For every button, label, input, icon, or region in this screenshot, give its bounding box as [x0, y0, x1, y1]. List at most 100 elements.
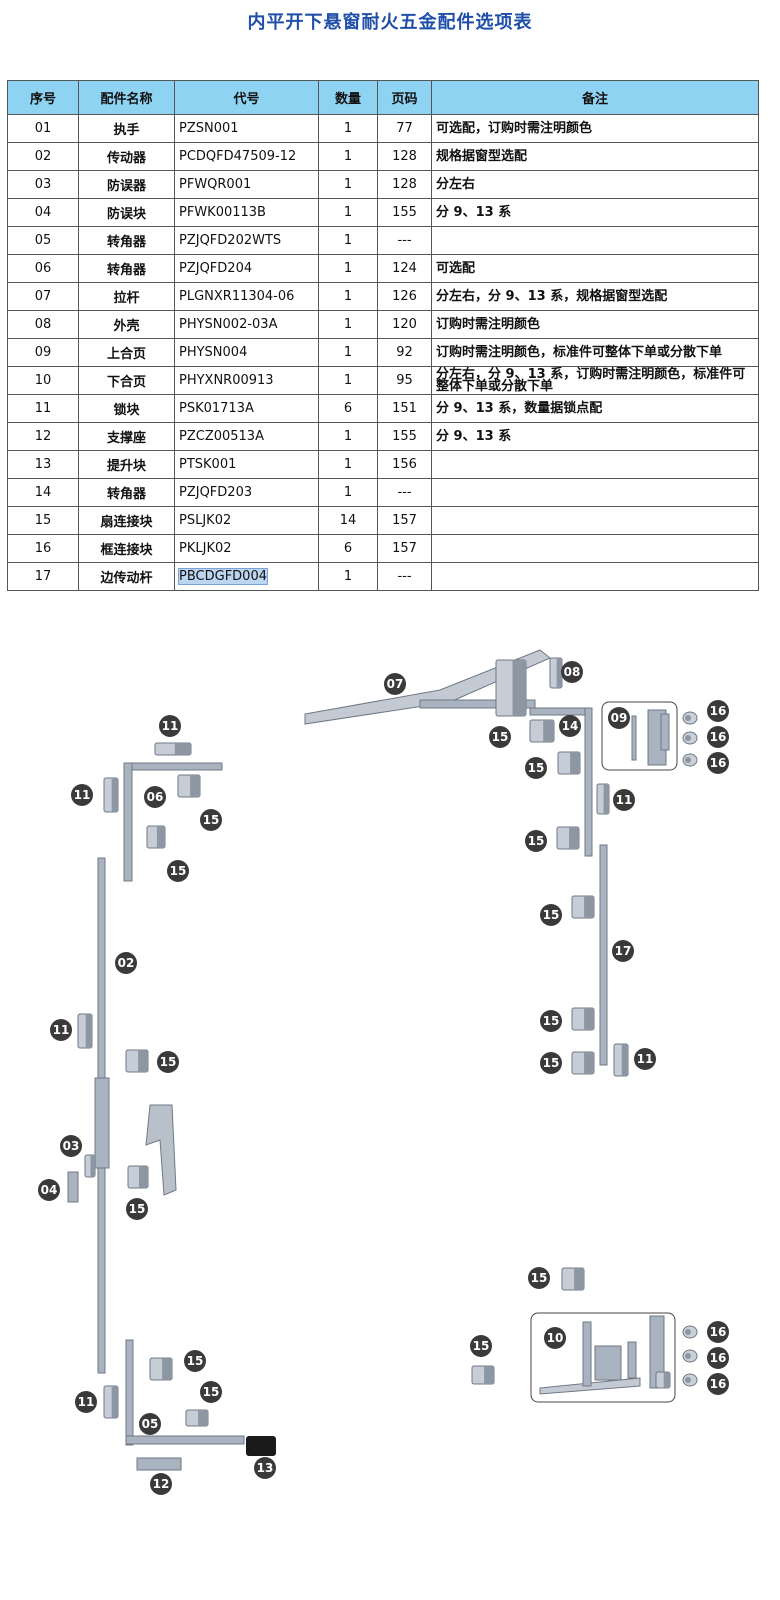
cell-page-text: 128 [392, 149, 417, 164]
corner-drive-vertical [123, 762, 133, 882]
cell-name-text: 防误块 [106, 207, 146, 222]
cell-qty: 6 [318, 394, 378, 423]
callout-label: 12 [153, 1477, 170, 1491]
header-no: 序号 [7, 80, 79, 115]
cell-qty-text: 1 [343, 261, 353, 276]
cell-code-text: PBCDGFD004 [178, 568, 268, 585]
cell-note [431, 506, 759, 535]
cell-code-text: PFWQR001 [179, 177, 252, 192]
callout-badge: 15 [200, 809, 222, 831]
cell-page: 157 [377, 534, 432, 563]
lock-block-left-mid-shade [85, 1014, 92, 1048]
callout-label: 16 [710, 1325, 727, 1339]
cell-code: PFWQR001 [174, 170, 319, 199]
cell-no: 04 [7, 198, 79, 227]
cell-no: 06 [7, 254, 79, 283]
callout-label: 16 [710, 1351, 727, 1365]
cell-no: 01 [7, 114, 79, 143]
cell-page: 126 [377, 282, 432, 311]
callout-label: 15 [528, 834, 545, 848]
cell-page-text: 95 [396, 373, 413, 388]
cell-code: PKLJK02 [174, 534, 319, 563]
callout-circle [167, 860, 189, 882]
callout-badge: 02 [115, 952, 137, 974]
callout-label: 11 [616, 793, 633, 807]
cell-qty-text: 6 [343, 401, 353, 416]
callout-circle [144, 786, 166, 808]
callout-badge: 16 [707, 1321, 729, 1343]
cell-no: 05 [7, 226, 79, 255]
callout-badge: 15 [540, 904, 562, 926]
cell-name-text: 锁块 [113, 403, 140, 418]
cell-note: 分 9、13 系，数量据锁点配 [431, 394, 759, 423]
cell-no: 03 [7, 170, 79, 199]
cell-no-text: 04 [34, 205, 52, 220]
cell-qty: 1 [318, 142, 378, 171]
callout-circle [707, 1373, 729, 1395]
anti-misoperation-block [67, 1171, 79, 1203]
callout-label: 15 [543, 908, 560, 922]
cell-note-text: 规格据窗型选配 [436, 148, 528, 164]
outer-shell-shade [556, 658, 562, 688]
cell-no-text: 17 [34, 569, 52, 584]
callout-label: 15 [528, 761, 545, 775]
callout-badge: 17 [612, 940, 634, 962]
cell-page-text: 126 [392, 289, 417, 304]
cell-page-text: 156 [392, 457, 417, 472]
callout-circle [525, 830, 547, 852]
cell-qty-text: 1 [343, 317, 353, 332]
cell-no-text: 09 [34, 345, 52, 360]
cell-note-text: 可选配，订购时需注明颜色 [436, 120, 593, 136]
cell-qty: 6 [318, 534, 378, 563]
callout-circle [157, 1051, 179, 1073]
cell-qty-text: 1 [343, 485, 353, 500]
cell-no-text: 16 [34, 541, 52, 556]
cell-page-text: 128 [392, 177, 417, 192]
cell-code-text: PFWK00113B [179, 205, 266, 220]
callout-label: 06 [147, 790, 164, 804]
cell-qty: 1 [318, 254, 378, 283]
cell-page-text: 157 [392, 541, 417, 556]
cell-code-text: PTSK001 [179, 457, 237, 472]
cell-code: PHYSN002-03A [174, 310, 319, 339]
callout-circle [200, 809, 222, 831]
cell-no-text: 03 [34, 177, 52, 192]
callout-circle [707, 752, 729, 774]
callout-badge: 15 [470, 1335, 492, 1357]
sash-block-mid-b-shade [139, 1166, 148, 1188]
cell-qty-text: 1 [343, 345, 353, 360]
header-name: 配件名称 [78, 80, 175, 115]
callout-label: 15 [129, 1202, 146, 1216]
cell-name: 执手 [78, 114, 175, 143]
cell-note-text: 分 9、13 系 [436, 204, 512, 220]
cell-code-text: PCDQFD47509-12 [179, 149, 297, 164]
cell-no-text: 13 [34, 457, 52, 472]
callout-label: 13 [257, 1461, 274, 1475]
pull-rod-track [419, 699, 536, 709]
cell-no: 09 [7, 338, 79, 367]
cell-code: PBCDGFD004 [174, 562, 319, 591]
callout-badge: 15 [167, 860, 189, 882]
sash-block-right-b-shade [570, 752, 580, 774]
frame-block-1-hole [685, 715, 691, 721]
cell-name-text: 支撑座 [106, 431, 146, 446]
sash-block-right-a-shade [543, 720, 554, 742]
cell-code-text: PHYSN002-03A [179, 317, 278, 332]
callout-circle [561, 661, 583, 683]
callout-badge: 16 [707, 752, 729, 774]
callout-badge: 15 [157, 1051, 179, 1073]
cell-page-text: --- [397, 485, 412, 500]
cell-name: 提升块 [78, 450, 175, 479]
cell-name-text: 传动器 [106, 151, 146, 166]
top-hinge-pin [631, 715, 637, 761]
callout-label: 08 [564, 665, 581, 679]
side-drive-rod [599, 844, 608, 1066]
cell-name-text: 下合页 [106, 375, 146, 390]
cell-page: 124 [377, 254, 432, 283]
